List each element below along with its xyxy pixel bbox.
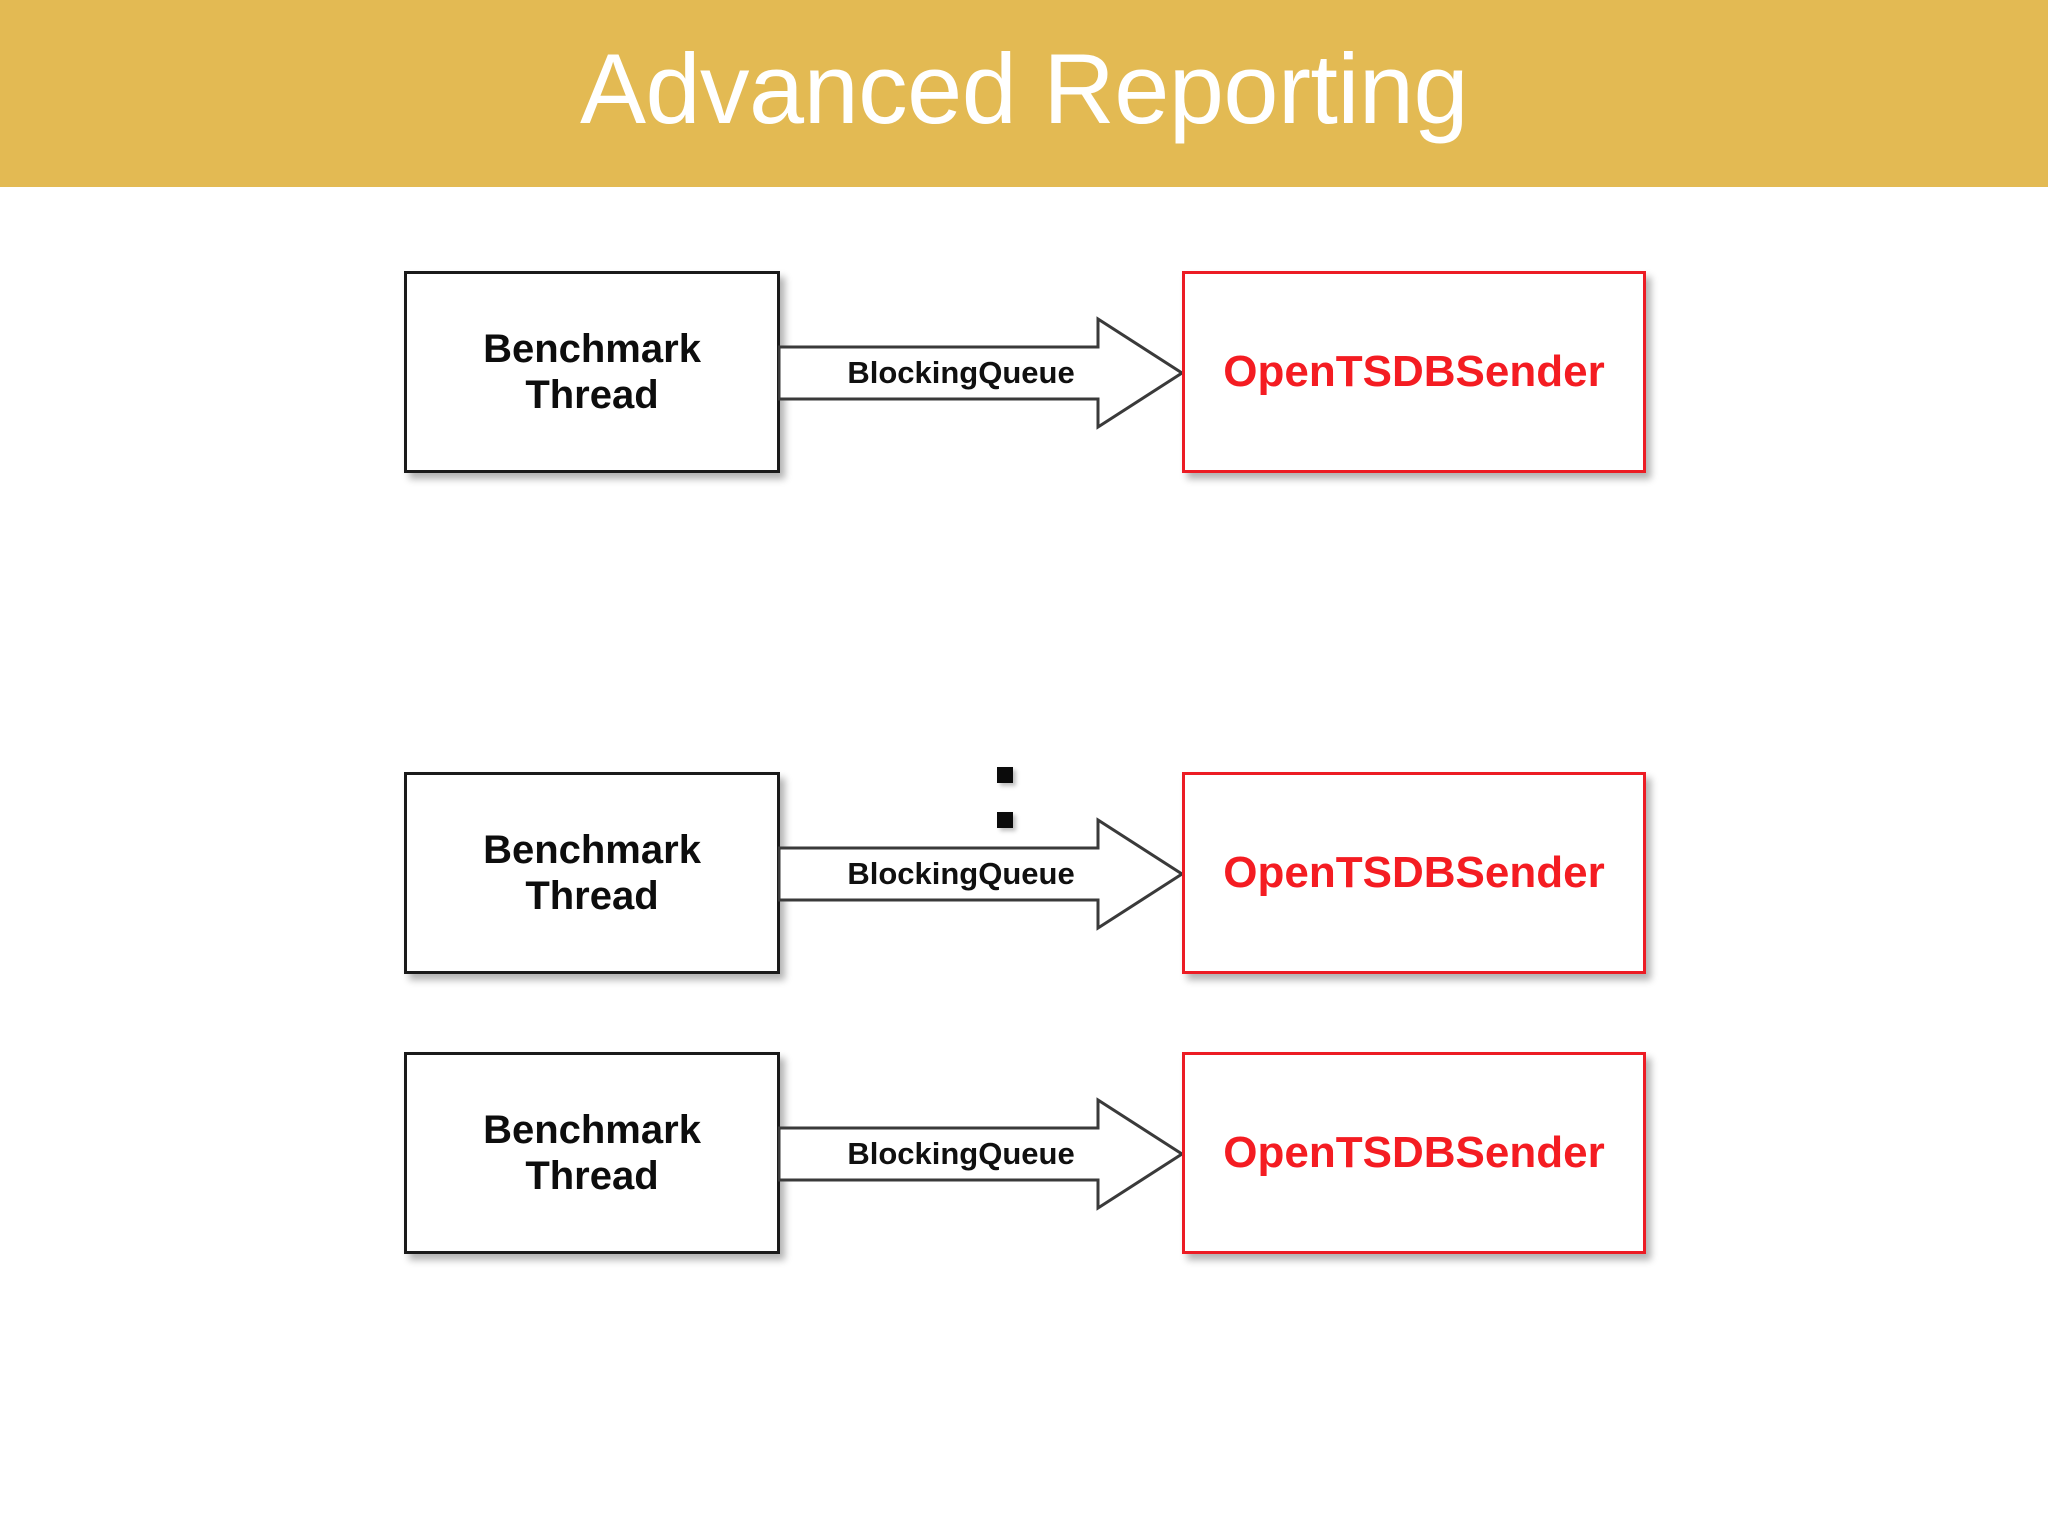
benchmark-thread-label: Benchmark Thread: [483, 828, 701, 918]
benchmark-thread-label: Benchmark Thread: [483, 1108, 701, 1198]
title-banner: Advanced Reporting: [0, 0, 2048, 187]
benchmark-thread-box[interactable]: Benchmark Thread: [404, 772, 780, 974]
page-title: Advanced Reporting: [579, 33, 1469, 144]
opentsdb-sender-box[interactable]: OpenTSDBSender: [1182, 271, 1646, 473]
opentsdb-sender-box[interactable]: OpenTSDBSender: [1182, 772, 1646, 974]
opentsdb-sender-box[interactable]: OpenTSDBSender: [1182, 1052, 1646, 1254]
flow-diagram: Benchmark Thread BlockingQueue OpenTSDBS…: [0, 187, 2048, 1536]
benchmark-thread-box[interactable]: Benchmark Thread: [404, 1052, 780, 1254]
opentsdb-sender-label: OpenTSDBSender: [1223, 848, 1605, 897]
blocking-queue-arrow: BlockingQueue: [778, 1092, 1184, 1216]
ellipsis-dot: [997, 767, 1013, 783]
opentsdb-sender-label: OpenTSDBSender: [1223, 347, 1605, 396]
opentsdb-sender-label: OpenTSDBSender: [1223, 1128, 1605, 1177]
benchmark-thread-label: Benchmark Thread: [483, 327, 701, 417]
benchmark-thread-box[interactable]: Benchmark Thread: [404, 271, 780, 473]
blocking-queue-arrow: BlockingQueue: [778, 812, 1184, 936]
blocking-queue-arrow: BlockingQueue: [778, 311, 1184, 435]
ellipsis-dot: [997, 812, 1013, 828]
